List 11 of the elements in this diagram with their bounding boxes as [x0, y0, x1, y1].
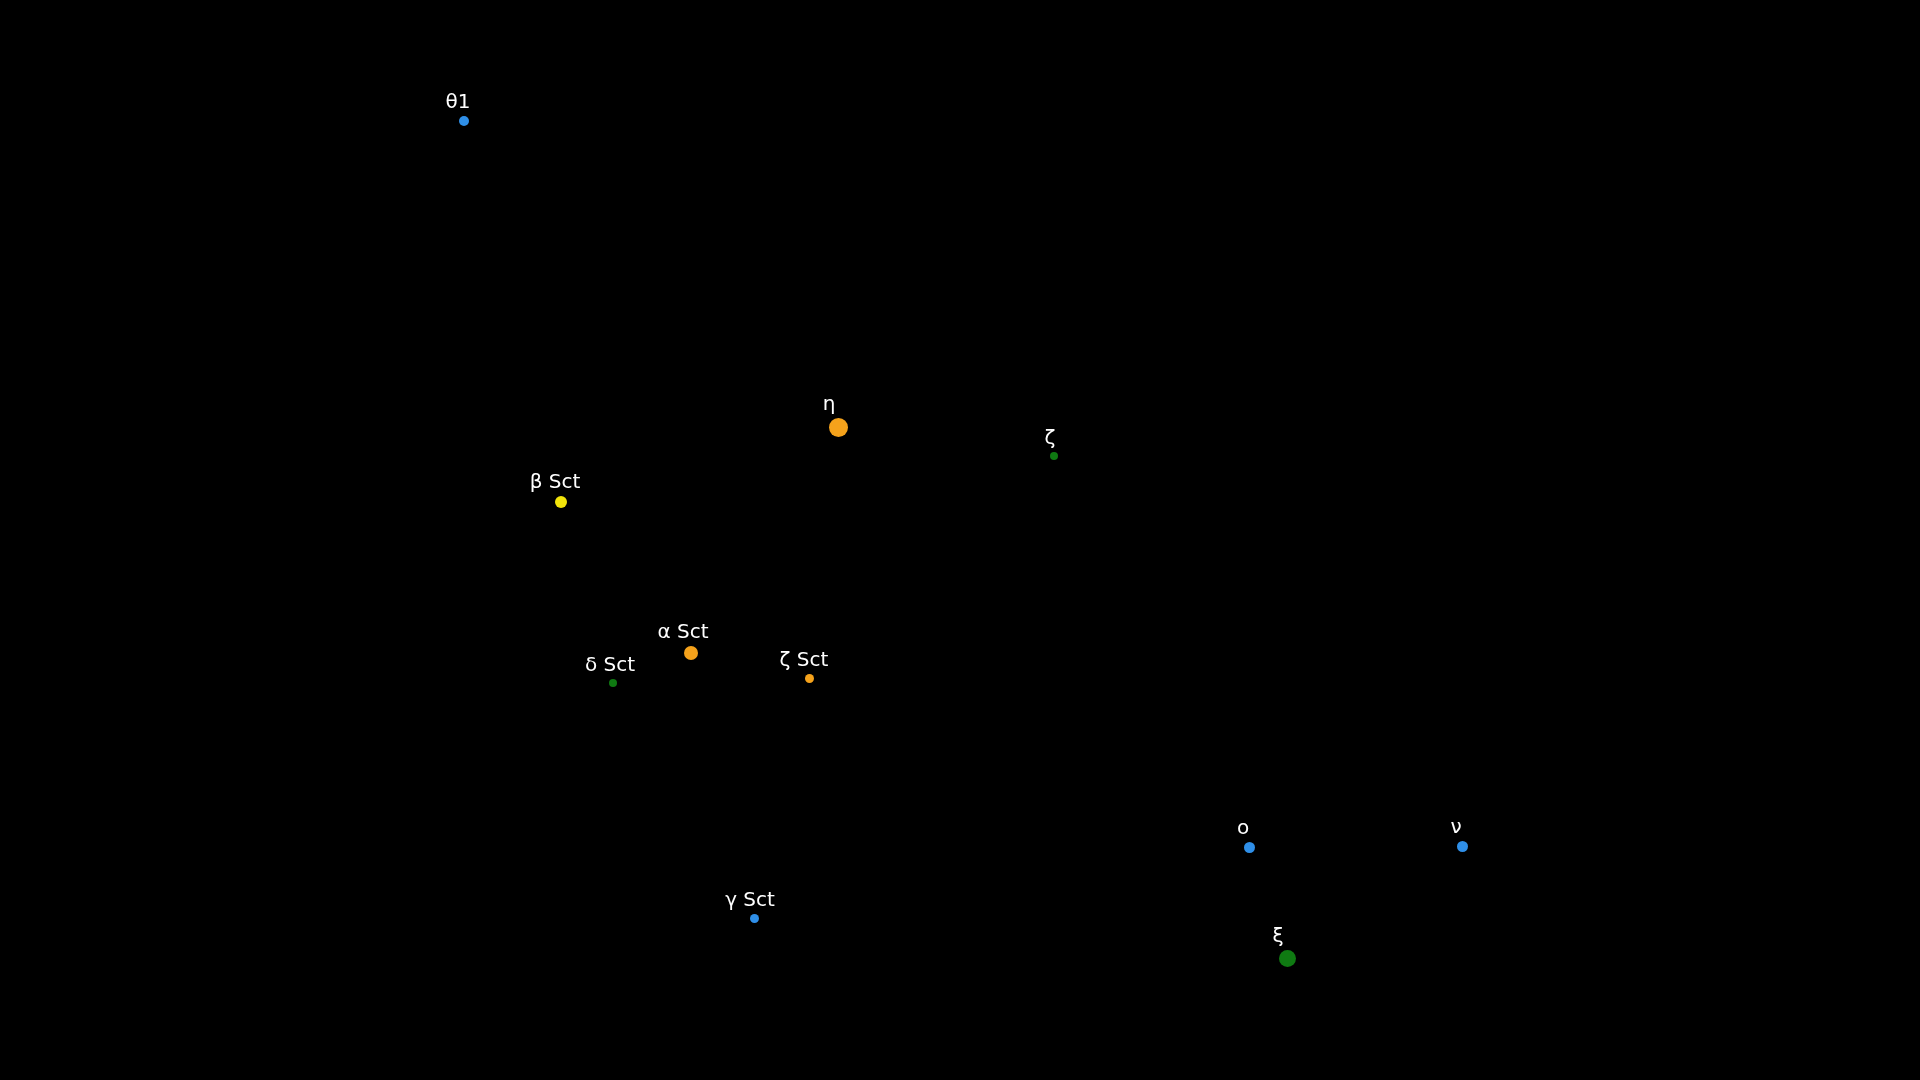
- star-label: ν: [1450, 814, 1462, 837]
- star-label: ξ: [1272, 923, 1284, 946]
- star-label: θ1: [445, 90, 471, 112]
- star-label: ζ Sct: [779, 647, 829, 670]
- star-label: α Sct: [657, 620, 709, 642]
- star-label: δ Sct: [584, 653, 636, 675]
- star-label: γ Sct: [725, 887, 775, 910]
- star-label: β Sct: [529, 470, 581, 492]
- star-label: η: [822, 391, 836, 414]
- star-label: o: [1236, 815, 1250, 838]
- star-label: ζ: [1044, 426, 1056, 448]
